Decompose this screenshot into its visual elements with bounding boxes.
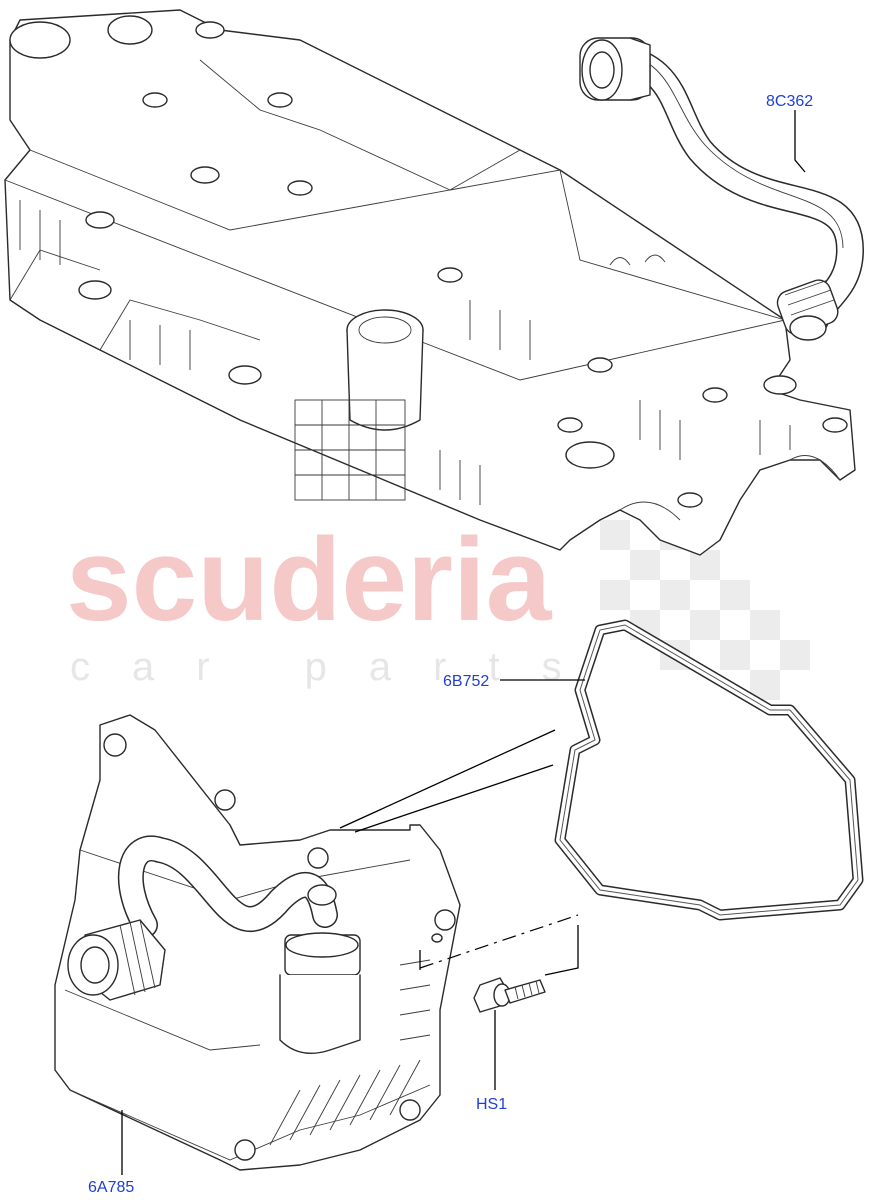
breather-hose: [579, 37, 865, 341]
watermark-tagline: car parts: [70, 645, 604, 689]
watermark: scuderia car parts: [66, 514, 810, 700]
callout-6a785: 6A785: [88, 1179, 134, 1196]
gasket: [554, 619, 864, 921]
callout-6b752: 6B752: [443, 673, 489, 690]
callout-8c362: 8C362: [766, 93, 813, 110]
callout-hs1: HS1: [476, 1096, 507, 1113]
leader-lines: [121, 110, 806, 1175]
camshaft-cover: [4, 9, 856, 556]
oil-separator: [54, 714, 461, 1171]
bolt: [473, 977, 546, 1013]
watermark-brand: scuderia: [66, 514, 553, 646]
callout-labels: 8C362 6B752 HS1 6A785: [88, 93, 813, 1196]
